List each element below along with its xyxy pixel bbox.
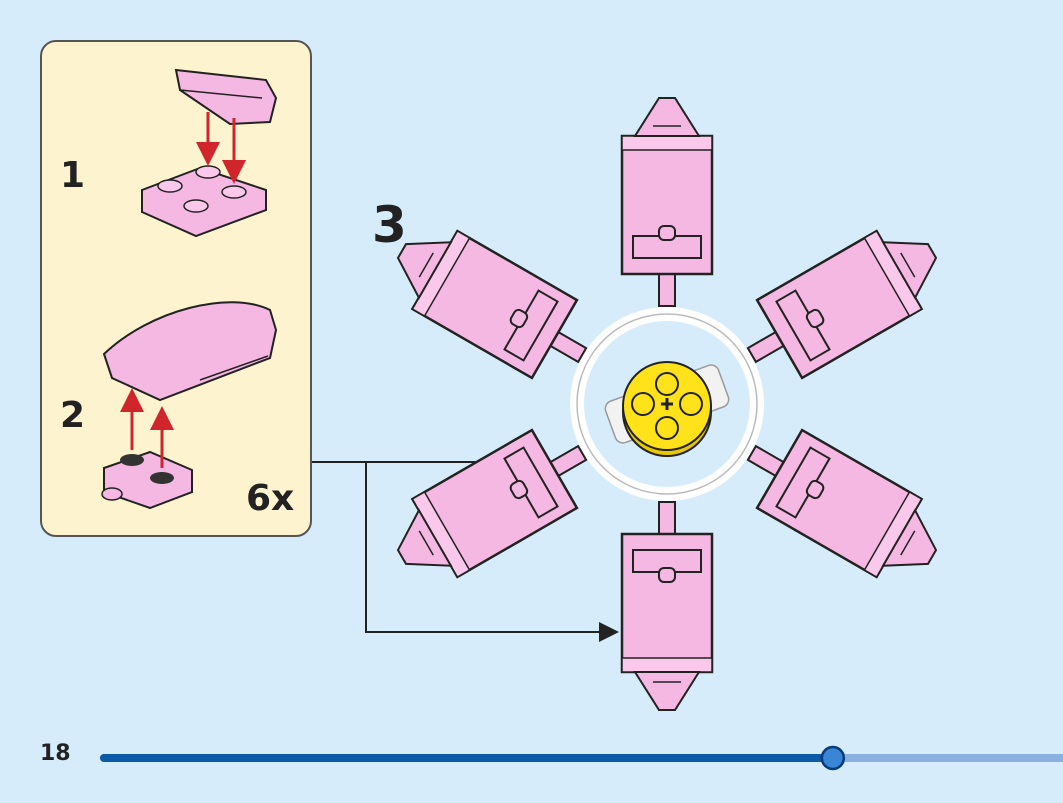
progress-knob-icon	[820, 745, 846, 771]
page-number: 18	[40, 741, 71, 766]
flower-assembly	[378, 96, 956, 712]
substep-number-1: 1	[60, 155, 86, 196]
quantity-multiplier: 6x	[246, 478, 295, 519]
main-step-number: 3	[372, 196, 407, 254]
substep-1-bricks	[141, 68, 278, 238]
progress-bar	[100, 745, 1063, 771]
substep-number-2: 2	[60, 395, 86, 436]
substep-2-bricks	[101, 301, 278, 510]
